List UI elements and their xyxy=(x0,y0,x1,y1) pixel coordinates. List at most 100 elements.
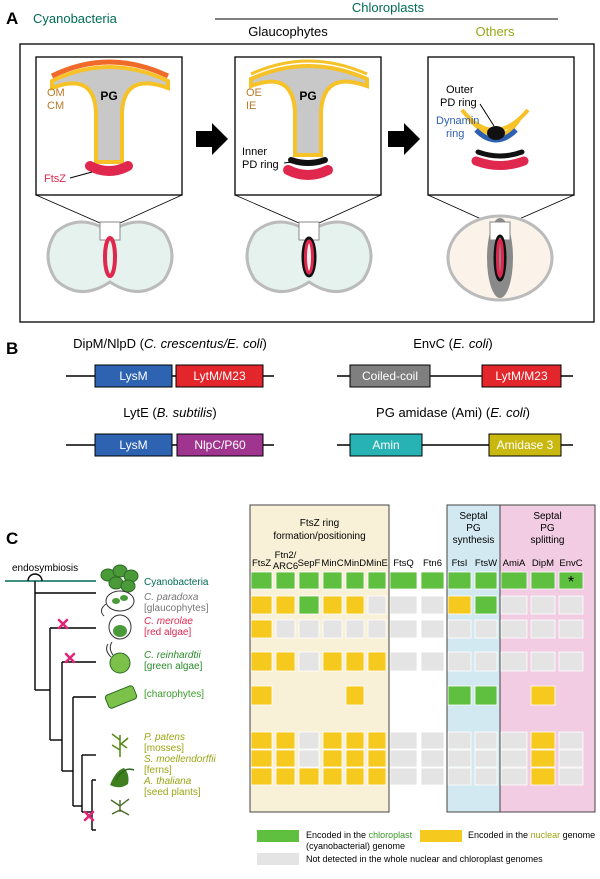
gene-header: MinE xyxy=(366,558,388,569)
grid-cell xyxy=(530,749,556,768)
charophyte-icon xyxy=(104,685,138,709)
organism-group: [red algae] xyxy=(144,627,191,638)
grid-cell xyxy=(345,619,365,639)
grid-cell xyxy=(420,571,445,590)
organism-name: P. patens xyxy=(144,732,185,743)
grid-cell xyxy=(250,595,273,615)
label-inner-2: PD ring xyxy=(242,159,279,171)
domain-amidase-ami-label: Amidase 3 xyxy=(497,438,554,452)
grid-cell xyxy=(420,767,445,786)
group-label-split-3: splitting xyxy=(531,535,565,546)
grid-cell xyxy=(474,619,498,639)
zoom-lines-1 xyxy=(35,194,183,224)
grid-cell xyxy=(500,749,528,768)
grid-cell xyxy=(322,651,343,672)
organism-group: [seed plants] xyxy=(144,787,201,798)
grid-cell xyxy=(298,595,320,615)
pg-wall-shape-2 xyxy=(249,64,369,157)
organism-name: Cyanobacteria xyxy=(144,577,209,588)
grid-cell xyxy=(500,571,528,590)
cyanobacteria-icon xyxy=(100,564,139,593)
grid-cell xyxy=(250,767,273,786)
grid-cell xyxy=(447,619,472,639)
grid-cell xyxy=(447,731,472,750)
grid-cell xyxy=(345,595,365,615)
grid-cell xyxy=(367,767,387,786)
grid-cell xyxy=(420,595,445,615)
grid-cell xyxy=(298,651,320,672)
grid-cell xyxy=(322,731,343,750)
group-label-ftsz-2: formation/positioning xyxy=(273,531,365,542)
cell-glaucophyte xyxy=(245,220,373,293)
grid-cell xyxy=(367,731,387,750)
arrow-2 xyxy=(388,123,420,155)
grid-cell xyxy=(558,619,584,639)
group-label-syn-3: synthesis xyxy=(453,535,495,546)
cell-others xyxy=(446,214,554,302)
group-bg-ftsz-ring xyxy=(249,504,390,813)
organism-name: A. thaliana xyxy=(143,776,192,787)
panel-a-frame xyxy=(19,43,595,323)
grid-cell xyxy=(558,749,584,768)
label-outer-1: Outer xyxy=(446,84,474,96)
grid-cell xyxy=(322,767,343,786)
grid-cell xyxy=(420,749,445,768)
zoom-box-cyanobacteria: OM CM PG FtsZ xyxy=(35,56,183,196)
grid-cell xyxy=(474,749,498,768)
grid-cell xyxy=(298,571,320,590)
domain-coiled-envc xyxy=(349,364,431,388)
grid-cell xyxy=(558,595,584,615)
grid-cell xyxy=(447,595,472,615)
outer-pd-ring-shape xyxy=(487,126,505,140)
zoom-box-others: Outer PD ring Dynamin ring xyxy=(427,56,575,196)
presence-grid: * xyxy=(250,571,584,786)
grid-cell xyxy=(447,571,472,590)
grid-cell xyxy=(345,571,365,590)
grid-cell xyxy=(367,651,387,672)
grid-cell xyxy=(367,595,387,615)
domain-lytm-envc-label: LytM/M23 xyxy=(495,369,548,383)
grid-cell xyxy=(345,767,365,786)
protein-title-ami: PG amidase (Ami) (E. coli) xyxy=(376,405,530,420)
gene-header: MinC xyxy=(321,558,343,569)
ftsz-ring-shape xyxy=(85,161,133,176)
ftsz-ring-shape-2 xyxy=(283,165,333,180)
grid-cell xyxy=(298,619,320,639)
grid-cell xyxy=(474,651,498,672)
grid-cell xyxy=(447,651,472,672)
grid-cell xyxy=(250,749,273,768)
header-cyanobacteria: Cyanobacteria xyxy=(33,11,118,26)
grid-cell xyxy=(322,749,343,768)
grid-cell xyxy=(558,731,584,750)
grid-cell xyxy=(322,595,343,615)
domain-amidase-ami xyxy=(488,433,562,457)
gene-header: SepF xyxy=(298,558,321,569)
grid-cell xyxy=(389,595,418,615)
grid-cell xyxy=(500,731,528,750)
panel-b-label: B xyxy=(6,339,18,358)
label-dynamin-2: ring xyxy=(446,128,464,140)
grid-cell xyxy=(420,619,445,639)
grid-cell xyxy=(500,619,528,639)
loss-marks xyxy=(57,618,95,822)
fern-icon xyxy=(110,768,135,788)
cell-cyanobacteria xyxy=(46,220,174,293)
group-label-syn-1: Septal xyxy=(459,511,487,522)
grid-cell xyxy=(474,685,498,706)
grid-cell xyxy=(558,767,584,786)
domain-lytm-dipm xyxy=(175,364,264,388)
organism-name: C. merolae xyxy=(144,616,193,627)
grid-cell xyxy=(250,731,273,750)
grid-cell xyxy=(345,749,365,768)
inner-pd-ring-shape xyxy=(288,157,328,166)
grid-cell xyxy=(275,595,296,615)
grid-cell xyxy=(367,619,387,639)
label-cm: CM xyxy=(47,100,64,112)
grid-cell xyxy=(558,651,584,672)
gene-header: Ftn6 xyxy=(423,558,442,569)
grid-cell xyxy=(275,767,296,786)
gene-header: ARC6 xyxy=(273,561,298,572)
grid-cell xyxy=(275,571,296,590)
